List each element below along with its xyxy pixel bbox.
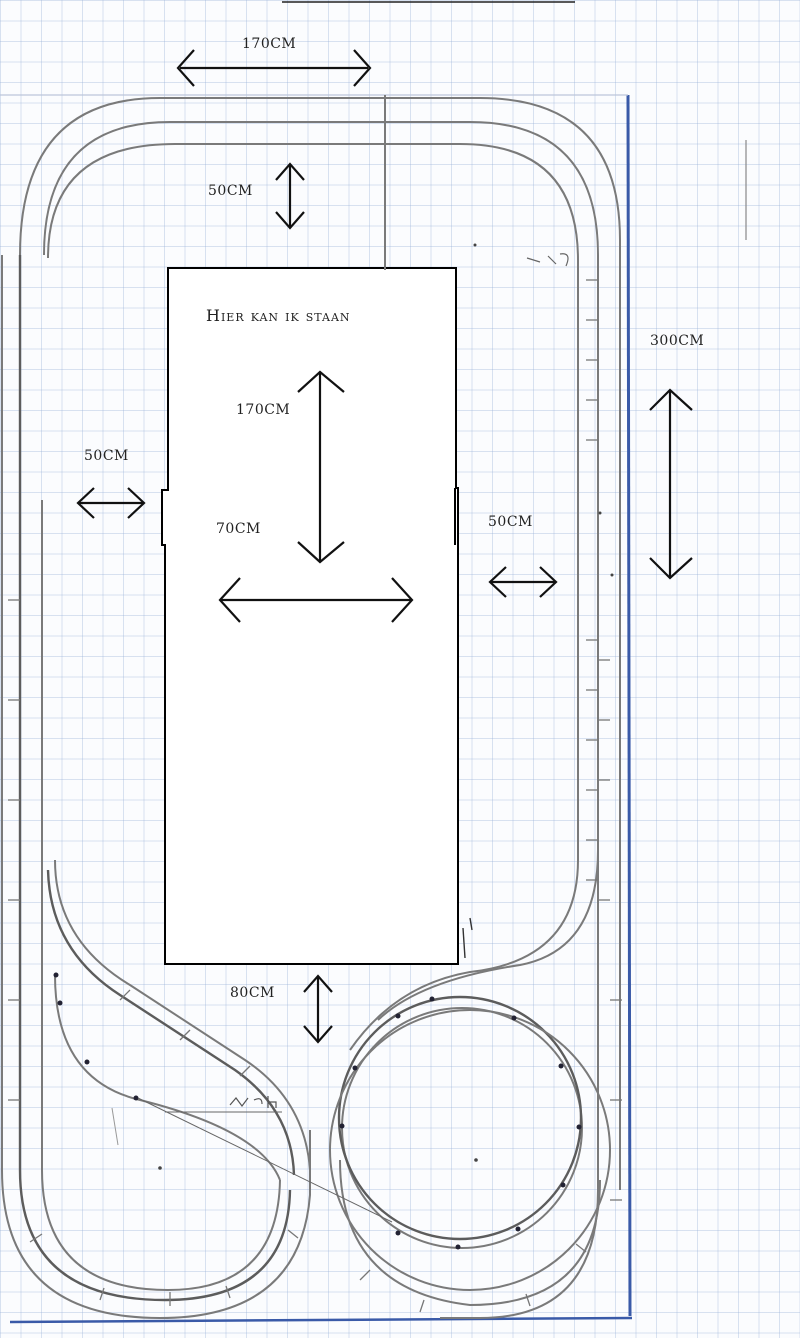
label-bottom-gap: 80CM	[230, 985, 275, 1001]
label-top-width: 170CM	[242, 36, 297, 52]
label-total-length: 300CM	[650, 333, 705, 349]
label-stand-area: Hier kan ik staan	[206, 306, 351, 325]
standing-area	[161, 267, 459, 965]
arrow-inner-length	[297, 370, 345, 564]
arrow-bottom-gap	[303, 974, 333, 1044]
track-ties	[8, 279, 622, 1313]
arrow-total-length	[649, 388, 693, 580]
label-top-gap: 50CM	[208, 183, 253, 199]
helix-track	[329, 995, 611, 1307]
arrow-inner-width	[218, 577, 414, 623]
arrow-left-gap	[76, 487, 146, 519]
board-edge	[0, 1, 747, 1324]
arrow-right-gap	[488, 566, 558, 598]
outer-loop-track	[1, 95, 621, 1320]
label-left-gap: 50CM	[84, 448, 129, 464]
s-curve-track	[46, 859, 311, 1181]
label-inner-length: 170CM	[236, 402, 291, 418]
arrow-top-gap	[275, 162, 305, 230]
label-inner-width: 70CM	[216, 521, 261, 537]
construction-lines	[111, 243, 614, 1223]
arrow-top-width	[176, 49, 372, 87]
label-right-gap: 50CM	[488, 514, 533, 530]
